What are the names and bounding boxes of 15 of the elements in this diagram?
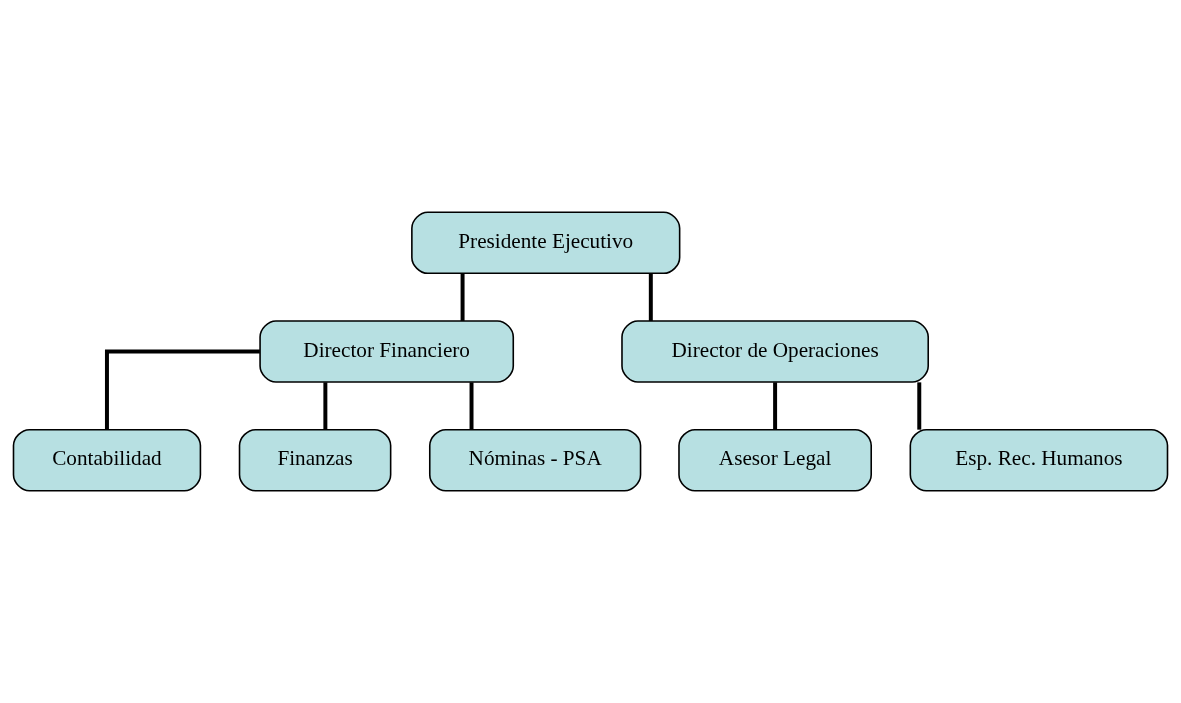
node-box: Nóminas - PSA [428, 428, 642, 492]
node-box: Asesor Legal [678, 428, 872, 492]
connector [323, 382, 328, 430]
node-box: Director Financiero [259, 320, 515, 383]
connector [917, 382, 922, 430]
connector [104, 349, 260, 430]
node-box: Presidente Ejecutivo [411, 211, 681, 275]
node-box: Contabilidad [12, 428, 202, 492]
connector [460, 273, 465, 321]
node-box: Esp. Rec. Humanos [909, 428, 1169, 492]
node-box: Finanzas [238, 428, 392, 492]
connector [648, 273, 653, 321]
node-box: Director de Operaciones [621, 320, 929, 383]
connector [469, 382, 474, 430]
connector [773, 382, 778, 430]
